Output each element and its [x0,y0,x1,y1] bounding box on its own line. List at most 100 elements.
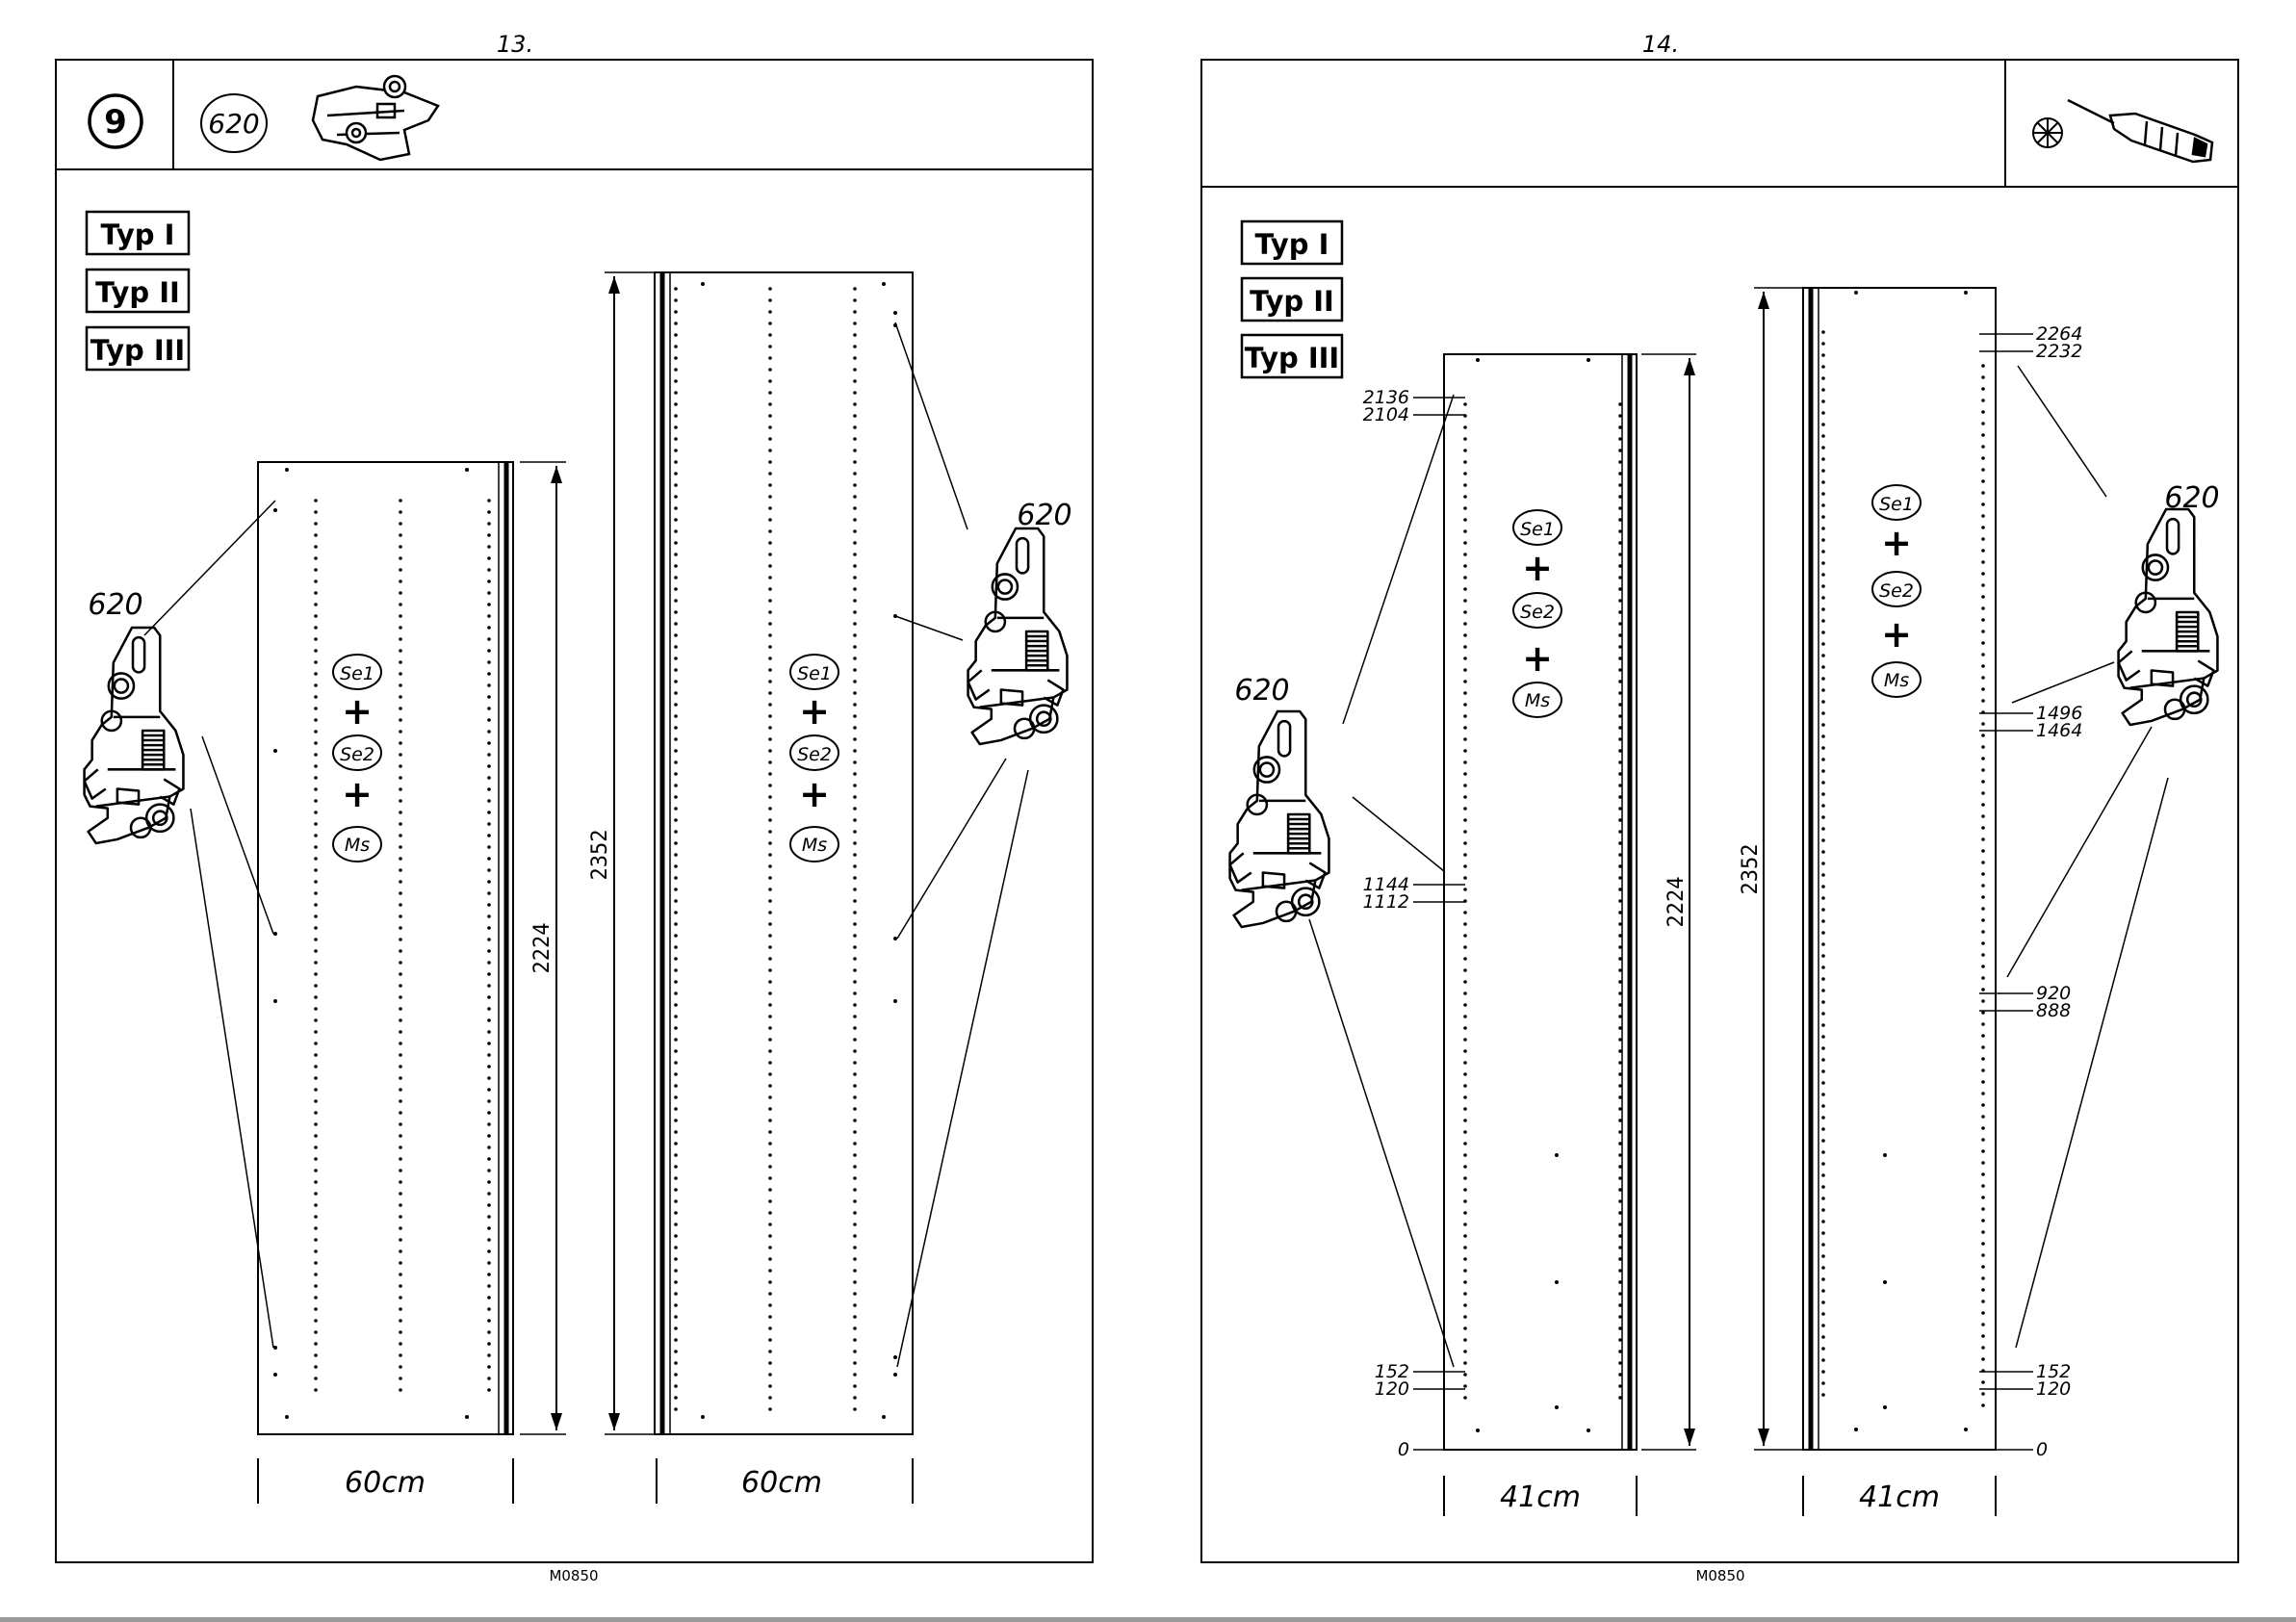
drill-hole [1463,922,1467,926]
drill-hole [1821,734,1825,738]
hinge-icon [2119,509,2218,725]
drill-hole [487,1099,491,1103]
drill-hole [1476,358,1480,362]
drill-hole [1463,818,1467,822]
drill-hole [768,922,772,926]
drill-hole [1981,1034,1985,1038]
drill-hole [1821,446,1825,450]
bottom-border-bar [0,1617,2296,1622]
drill-hole [1618,911,1622,914]
drill-hole [1618,853,1622,857]
drill-hole [1821,1300,1825,1304]
drill-hole [853,968,857,972]
drill-hole [399,1146,402,1149]
drill-hole [314,822,318,826]
hinge-icon [85,628,184,843]
drill-hole [853,1130,857,1134]
drill-hole [314,1238,318,1242]
drill-hole [487,1157,491,1161]
drill-hole [893,999,897,1003]
drill-hole [768,1384,772,1388]
drill-hole [1981,1057,1985,1061]
ms-label: Ms [802,835,827,856]
drill-hole [487,1261,491,1265]
drill-hole [1821,942,1825,946]
drill-hole [314,845,318,849]
drill-hole [1981,1403,1985,1407]
drill-hole [853,1280,857,1284]
drill-hole [853,1003,857,1007]
drill-hole [1821,411,1825,415]
drill-hole [853,298,857,302]
drill-hole [1821,388,1825,392]
drill-hole [1981,549,1985,553]
drill-hole [1618,772,1622,776]
drill-hole [768,772,772,776]
drill-hole [1618,1338,1622,1342]
drill-hole [1463,622,1467,626]
drill-hole [674,529,678,533]
drill-hole [399,741,402,745]
drill-hole [399,891,402,895]
panel-d-hole-rows [1821,291,1985,1431]
drill-hole [1981,814,1985,818]
drill-hole [1618,934,1622,938]
drill-hole [1821,885,1825,888]
drill-hole [1821,1254,1825,1258]
drill-hole [487,1042,491,1045]
drill-hole [399,845,402,849]
drill-hole [399,1330,402,1334]
drill-hole [768,1026,772,1030]
drill-hole [853,460,857,464]
drill-hole [674,587,678,591]
drill-hole [487,938,491,941]
position-mark-label: 0 [1398,1439,1409,1460]
drill-hole [674,1061,678,1065]
drill-hole [1821,746,1825,750]
drill-hole [674,957,678,961]
drill-hole [399,811,402,814]
drill-hole [314,880,318,884]
drill-hole [1463,968,1467,972]
drill-hole [1618,888,1622,891]
drill-hole [399,1296,402,1300]
drill-hole [1618,1026,1622,1030]
drill-hole [399,1042,402,1045]
drill-hole [1821,896,1825,900]
drill-hole [768,680,772,683]
drill-hole [853,345,857,348]
drill-hole [1821,654,1825,657]
panel-d-outline [1803,288,1996,1450]
drill-hole [893,311,897,315]
drill-hole [674,968,678,972]
drill-hole [399,1377,402,1380]
drill-hole [1463,1072,1467,1076]
drill-hole [853,483,857,487]
drill-hole [1981,422,1985,425]
drill-hole [853,911,857,914]
drill-hole [314,834,318,837]
drill-hole [1463,1095,1467,1099]
drill-hole [674,449,678,452]
drill-hole [1981,583,1985,587]
drill-hole [314,1215,318,1219]
drill-hole [487,614,491,618]
drill-hole [853,414,857,418]
drill-hole [1618,818,1622,822]
drill-hole [674,772,678,776]
drill-hole [1981,907,1985,911]
drill-hole [1964,1428,1968,1431]
drill-hole [1618,784,1622,787]
drill-hole [1821,1116,1825,1120]
drill-hole [1981,1323,1985,1326]
drill-hole [1981,479,1985,483]
drill-hole [399,1226,402,1230]
drill-hole [314,1042,318,1045]
drill-hole [314,695,318,699]
drill-hole [853,564,857,568]
drill-hole [314,556,318,560]
drill-hole [853,726,857,730]
drill-hole [399,603,402,606]
drill-hole [1981,803,1985,807]
drill-hole [674,425,678,429]
